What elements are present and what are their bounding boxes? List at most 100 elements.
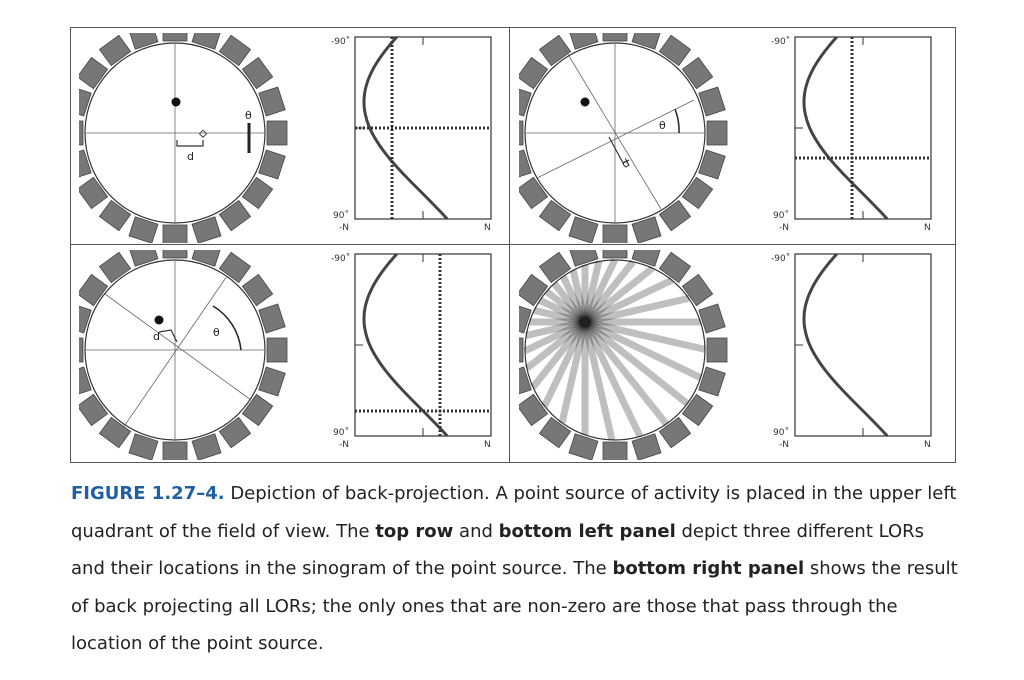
detector-block: [79, 176, 109, 210]
detector-block: [241, 273, 274, 307]
label-n: N: [484, 223, 491, 233]
sinusoid: [802, 252, 889, 438]
detector-ring: [79, 250, 288, 460]
detector-block: [681, 56, 714, 90]
lor-ray: [569, 269, 616, 441]
detector-block: [658, 251, 692, 284]
caption-emphasis: top row: [375, 520, 454, 542]
panel-bottom-right: -90˚ 90˚ -N N: [511, 245, 953, 462]
lor-ray: [533, 306, 706, 353]
detector-block: [79, 56, 109, 90]
d-label: d: [187, 150, 194, 163]
scanner-ring: d θ: [79, 33, 288, 243]
label-90: 90˚: [333, 210, 349, 221]
detector-block: [698, 149, 726, 180]
detector-block: [128, 33, 159, 50]
detector-block: [658, 199, 692, 232]
caption-text: shows the result of back projecting all …: [71, 558, 958, 654]
detector-block: [162, 33, 188, 42]
sinogram: -90˚ 90˚ -N N: [771, 252, 932, 450]
theta-label: θ: [213, 326, 220, 339]
detector-ring: [519, 33, 728, 243]
detector-block: [519, 56, 549, 90]
lor-ray: [558, 260, 603, 424]
right-angle-marker: [198, 129, 208, 138]
scanner-ring: [519, 250, 728, 460]
detector-block: [538, 416, 572, 449]
sinogram: -90˚ 90˚ -N N: [331, 35, 492, 233]
detector-block: [258, 86, 286, 117]
label-n: N: [924, 440, 931, 450]
field-of-view-circle: [524, 259, 706, 441]
sinusoid: [362, 35, 449, 221]
panel-bottom-left: d θ -90˚ 90˚ -N N: [71, 245, 513, 462]
detector-block: [538, 199, 572, 232]
detector-block: [191, 250, 222, 267]
detector-block: [218, 251, 252, 284]
sinogram: -90˚ 90˚ -N N: [331, 252, 492, 450]
detector-block: [79, 149, 92, 180]
detector-ring: [79, 33, 288, 243]
scanner-ring: d θ: [519, 33, 728, 243]
detector-block: [79, 86, 92, 117]
detector-block: [98, 416, 132, 449]
detector-block: [98, 251, 132, 284]
lor-ray: [544, 288, 690, 407]
theta-label: θ: [245, 109, 252, 122]
label-minus-n: -N: [779, 223, 789, 233]
detector-block: [519, 120, 524, 146]
perpendicular-line: [562, 45, 662, 210]
lor-line: [536, 99, 695, 179]
lor-ray: [524, 265, 655, 372]
detector-block: [681, 273, 714, 307]
caption-text: and: [453, 520, 499, 542]
detector-block: [241, 176, 274, 210]
detector-block: [128, 433, 159, 460]
figure-caption: FIGURE 1.27–4. Depiction of back-project…: [71, 475, 961, 663]
detector-block: [79, 303, 92, 334]
distance-bracket: [608, 136, 630, 164]
detector-block: [568, 250, 599, 267]
detector-block: [519, 176, 549, 210]
panel-divider-vertical: [509, 28, 510, 462]
detector-block: [218, 416, 252, 449]
detector-block: [191, 33, 222, 50]
detector-block: [681, 176, 714, 210]
detector-block: [658, 34, 692, 67]
lor-ray: [551, 281, 670, 427]
detector-block: [266, 337, 288, 363]
detector-block: [258, 303, 286, 334]
distance-bracket: [176, 140, 204, 147]
detector-block: [568, 433, 599, 460]
detector-block: [631, 250, 662, 267]
detector-block: [162, 224, 188, 243]
detector-block: [519, 303, 532, 334]
sinusoid: [802, 35, 889, 221]
point-source: [581, 318, 589, 326]
label-minus-n: -N: [339, 223, 349, 233]
detector-block: [218, 34, 252, 67]
perpendicular-line: [122, 275, 228, 429]
detector-block: [98, 199, 132, 232]
detector-block: [162, 441, 188, 460]
label-n: N: [924, 223, 931, 233]
label-90: 90˚: [333, 427, 349, 438]
detector-block: [568, 216, 599, 243]
sinogram: -90˚ 90˚ -N N: [771, 35, 932, 233]
detector-block: [602, 250, 628, 259]
detector-block: [631, 33, 662, 50]
label-minus-n: -N: [779, 440, 789, 450]
distance-bracket: [158, 329, 178, 343]
detector-block: [258, 149, 286, 180]
caption-emphasis: bottom left panel: [498, 520, 676, 542]
label-minus-90: -90˚: [331, 253, 350, 264]
detector-block: [241, 393, 274, 427]
detector-block: [698, 86, 726, 117]
detector-block: [519, 337, 524, 363]
panel-top-right: d θ -90˚ 90˚ -N N: [511, 28, 953, 245]
detector-ring: [519, 250, 728, 460]
detector-block: [602, 441, 628, 460]
figure-label: FIGURE 1.27–4.: [71, 483, 225, 504]
label-n: N: [484, 440, 491, 450]
detector-block: [698, 366, 726, 397]
